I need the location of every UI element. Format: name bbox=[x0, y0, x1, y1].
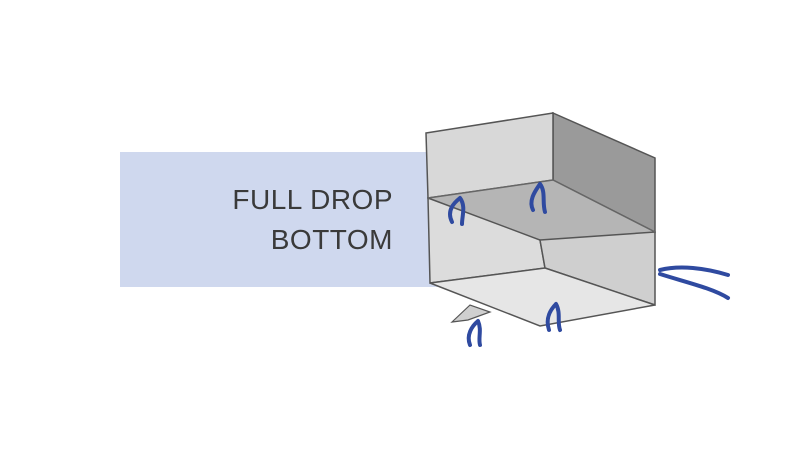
label-line-1: FULL DROP bbox=[232, 184, 393, 215]
strap-right bbox=[658, 265, 730, 300]
label-line-2: BOTTOM bbox=[270, 224, 393, 255]
strap-bottom-center bbox=[545, 302, 562, 332]
strap-front-left bbox=[448, 196, 466, 226]
bag-inner-shadow bbox=[428, 180, 655, 240]
bag-type-label: FULL DROP BOTTOM bbox=[143, 180, 393, 260]
lifting-loop-icon bbox=[448, 182, 730, 347]
bag-seam-line bbox=[427, 179, 656, 233]
bag-bottom-face bbox=[429, 267, 656, 327]
label-panel bbox=[120, 152, 460, 287]
discharge-flap-icon bbox=[450, 304, 492, 323]
strap-back-center bbox=[529, 182, 547, 214]
strap-bottom-left bbox=[466, 319, 482, 347]
